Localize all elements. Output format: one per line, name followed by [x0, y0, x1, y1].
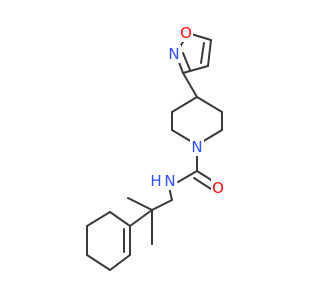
atom-carbonyl-o: O	[211, 179, 225, 197]
bond-c4-c3	[182, 65, 209, 74]
bond-hex-5	[109, 254, 131, 271]
bond-cq-cyclohexenyl	[129, 209, 153, 227]
cyclohexenyl-ring	[86, 211, 131, 271]
bond-o-c5	[190, 33, 212, 41]
carbonyl-oxygen-label: O	[212, 179, 224, 197]
bond-pip-1	[196, 96, 223, 113]
atom-piperidine-n: N	[190, 138, 204, 156]
bond-hex-2	[86, 211, 111, 227]
atom-isoxazole-o: O	[179, 24, 193, 42]
bond-c5-c4	[207, 39, 212, 67]
bond-c-nh	[177, 170, 198, 183]
atom-isoxazole-n: N	[167, 45, 181, 63]
bond-c-o-double	[193, 177, 212, 190]
amide-hydrogen-label: H	[150, 172, 161, 190]
bond-c3-c4pip	[182, 72, 198, 98]
bond-pip-6	[171, 96, 198, 113]
bond-c5-c4-double	[200, 42, 205, 64]
bond-c3-n-double	[182, 52, 191, 71]
isoxazole-nitrogen-label: N	[168, 45, 179, 63]
bond-ch2-cq	[151, 199, 173, 211]
bond-hex-4	[86, 254, 111, 271]
structure-diagram: O N N O H N	[86, 24, 225, 271]
bond-cq-methyl1	[127, 197, 153, 211]
isoxazole-oxygen-label: O	[180, 24, 192, 42]
amide-nitrogen-label: N	[164, 172, 175, 190]
molecule-canvas: O N N O H N	[86, 24, 225, 271]
atom-amide-nh: H N	[147, 172, 177, 190]
bond-hex-1	[109, 211, 131, 227]
piperidine-nitrogen-label: N	[191, 138, 202, 156]
